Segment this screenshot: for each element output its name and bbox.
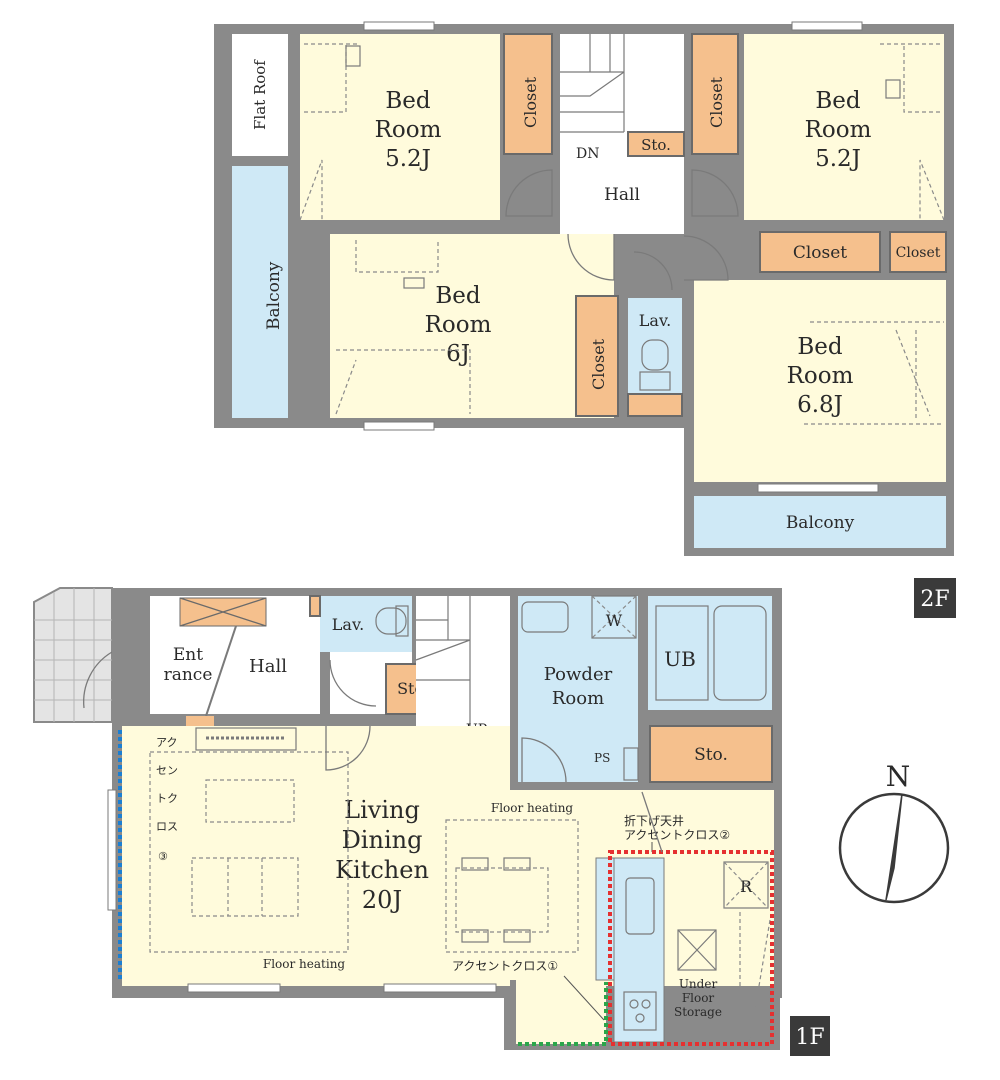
entrance-label-1: Ent	[173, 645, 203, 665]
closet-2f-e2-label: Closet	[896, 245, 941, 261]
closet-2f-ne-label: Closet	[707, 76, 726, 128]
floor-badge-2f-label: 2F	[920, 587, 949, 612]
bedroom-e-label-2: Room	[787, 363, 854, 389]
accent-cloth-3-label-5: ③	[158, 850, 168, 863]
powder-room-label-2: Room	[552, 688, 604, 709]
bedroom-nw-label-1: Bed	[385, 88, 431, 114]
hall-2f-label: Hall	[604, 185, 640, 205]
storage-2f-label: Sto.	[641, 136, 671, 154]
pipe-space-label: PS	[594, 751, 610, 765]
bedroom-w	[330, 234, 614, 418]
unit-bath-label: UB	[664, 647, 696, 671]
accent-cloth-1-line	[518, 982, 608, 1046]
closet-2f-ne	[691, 33, 739, 155]
kitchen-counter-island	[595, 857, 617, 981]
under-floor-storage-label-1: Under	[679, 977, 718, 991]
under-floor-storage-label-3: Storage	[674, 1005, 722, 1019]
compass-circle	[838, 792, 950, 904]
closet-2f-nw	[503, 33, 553, 155]
ldk-label-4: 20J	[362, 886, 402, 914]
floor-heating-dining-label: Floor heating	[491, 801, 574, 815]
accent-cloth-3-label-3: トク	[156, 792, 178, 805]
bedroom-e-label-3: 6.8J	[797, 392, 843, 418]
stair-down-label: DN	[576, 146, 599, 162]
bedroom-w-label-2: Room	[425, 312, 492, 338]
first-floor: Ent rance Hall Lav. Sto. UP W Powder Roo…	[33, 587, 830, 1056]
floor-badge-2f	[914, 578, 956, 618]
north-arrow-icon	[885, 793, 903, 901]
entrance-porch	[33, 587, 113, 723]
compass-north-label: N	[886, 760, 911, 793]
storage-1f-east	[649, 725, 773, 783]
balcony-bottom	[694, 496, 946, 548]
lavatory-2f-label: Lav.	[639, 311, 671, 330]
balcony-left	[232, 166, 288, 418]
second-floor: Flat Roof Balcony Bed Room 5.2J Closet D…	[214, 21, 956, 618]
storage-2f	[627, 131, 685, 157]
washer-label: W	[606, 611, 623, 630]
lavatory-1f-label: Lav.	[332, 615, 364, 634]
accent-cloth-1-label: アクセントクロス①	[452, 959, 558, 973]
lavatory-1f	[320, 596, 412, 652]
hall-1f-label: Hall	[249, 656, 287, 677]
ldk-label-2: Dining	[342, 826, 423, 854]
flat-roof-label: Flat Roof	[251, 59, 269, 130]
unit-bath	[648, 596, 772, 710]
refrigerator-label: R	[740, 877, 753, 896]
balcony-bottom-label: Balcony	[786, 513, 855, 533]
entrance-label-2: rance	[164, 665, 213, 685]
floor-heating-living-label: Floor heating	[263, 957, 346, 971]
bedroom-nw-label-3: 5.2J	[385, 146, 431, 172]
closet-2f-e1-label: Closet	[793, 243, 847, 263]
accent-cloth-3-label-4: ロス	[156, 820, 178, 833]
storage-1f-east-label: Sto.	[694, 745, 728, 765]
bedroom-e	[694, 280, 946, 482]
accent-cloth-2-label-1: 折下げ天井	[624, 813, 684, 828]
bedroom-w-label-3: 6J	[446, 341, 470, 367]
accent-cloth-3-label-2: セン	[156, 764, 178, 777]
flat-roof	[232, 34, 288, 156]
closet-2f-e2	[889, 231, 947, 273]
bedroom-ne	[744, 34, 944, 220]
ldk-label-1: Living	[344, 796, 420, 824]
bedroom-ne-label-3: 5.2J	[815, 146, 861, 172]
ldk-label-3: Kitchen	[335, 856, 429, 884]
accent-cloth-2-area	[608, 850, 774, 1046]
stair-1f	[416, 596, 510, 728]
accent-cloth-3-label-1: アク	[156, 736, 177, 749]
powder-room	[518, 596, 638, 782]
floor-badge-1f-label: 1F	[795, 1025, 824, 1050]
closet-2f-e1	[759, 231, 881, 273]
closet-2f-nw-label: Closet	[521, 76, 540, 128]
under-floor-storage-label-2: Floor	[682, 991, 715, 1005]
bedroom-nw	[300, 34, 500, 220]
bedroom-ne-label-2: Room	[805, 117, 872, 143]
closet-2f-w-label: Closet	[589, 338, 608, 390]
bedroom-w-label-1: Bed	[435, 283, 481, 309]
bedroom-nw-label-2: Room	[375, 117, 442, 143]
closet-2f-w	[575, 295, 619, 417]
accent-cloth-2-label-2: アクセントクロス②	[624, 828, 730, 842]
floor-badge-1f	[790, 1016, 830, 1056]
balcony-left-label: Balcony	[264, 261, 284, 330]
compass: N	[838, 760, 950, 904]
powder-room-label-1: Powder	[544, 664, 613, 685]
bedroom-e-label-1: Bed	[797, 334, 843, 360]
bedroom-ne-label-1: Bed	[815, 88, 861, 114]
